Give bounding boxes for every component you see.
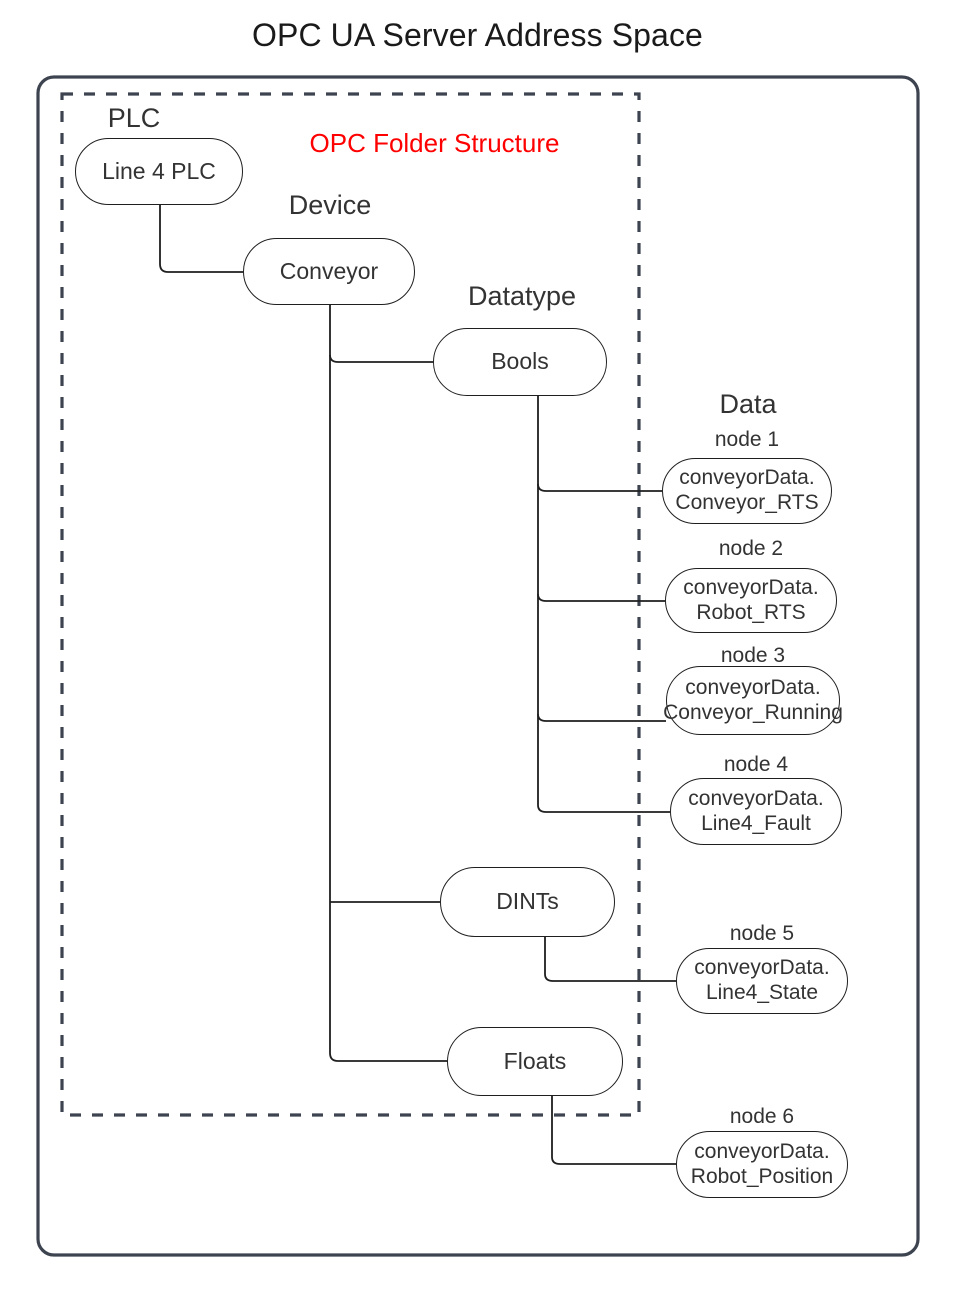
opc-folder-structure-frame [60, 92, 641, 1117]
folder-node-dints[interactable]: DINTs [440, 867, 615, 937]
data-node-3[interactable]: conveyorData. Conveyor_Running [663, 666, 843, 735]
column-label-plc: PLC [107, 103, 161, 133]
folder-node-line-4-plc[interactable]: Line 4 PLC [75, 138, 243, 205]
folder-node-conveyor[interactable]: Conveyor [243, 238, 415, 305]
data-node-5-line2: Line4_State [705, 981, 819, 1004]
server-address-space-frame [36, 75, 920, 1257]
folder-node-bools[interactable]: Bools [433, 328, 607, 396]
data-node-2-line1: conveyorData. [683, 575, 819, 599]
connector-conveyor-to-bools [329, 354, 433, 363]
data-node-6[interactable]: conveyorData. Robot_Position [676, 1131, 848, 1198]
data-node-caption-1: node 1 [714, 428, 780, 451]
data-node-1[interactable]: conveyorData. Conveyor_RTS [662, 458, 832, 524]
connector-bools-trunk [537, 396, 670, 813]
folder-node-floats[interactable]: Floats [447, 1027, 623, 1096]
connector-conveyor-trunk [329, 305, 447, 1062]
data-node-caption-6: node 6 [729, 1105, 795, 1128]
connector-dints-to-node5 [544, 937, 676, 982]
data-node-2[interactable]: conveyorData. Robot_RTS [665, 568, 837, 633]
column-label-datatype: Datatype [467, 281, 577, 311]
opc-folder-structure-caption: OPC Folder Structure [309, 128, 560, 158]
data-node-3-line1: conveyorData. [685, 675, 821, 699]
connector-bools-to-node3 [537, 713, 666, 722]
data-node-3-line2: Conveyor_Running [663, 700, 843, 724]
connector-bools-to-node1 [537, 483, 662, 492]
data-node-4-line2: Line4_Fault [701, 811, 811, 835]
data-node-4[interactable]: conveyorData. Line4_Fault [670, 778, 842, 845]
page-title: OPC UA Server Address Space [252, 17, 703, 53]
connector-bools-to-node2 [537, 593, 665, 602]
data-node-6-line2: Robot_Position [690, 1164, 834, 1188]
data-node-1-line1: conveyorData. [679, 466, 815, 490]
data-node-1-line2: Conveyor_RTS [675, 491, 819, 514]
column-label-data: Data [719, 389, 777, 419]
data-node-2-line2: Robot_RTS [696, 600, 806, 624]
data-node-caption-2: node 2 [718, 537, 784, 560]
data-node-5-line1: conveyorData. [694, 956, 830, 980]
column-label-device: Device [288, 190, 372, 220]
data-node-caption-4: node 4 [723, 753, 789, 776]
connector-floats-to-node6 [551, 1096, 676, 1165]
data-node-caption-3: node 3 [720, 644, 786, 667]
data-node-4-line1: conveyorData. [688, 786, 824, 810]
connector-plc-to-conveyor [159, 205, 243, 273]
data-node-6-line1: conveyorData. [694, 1139, 830, 1163]
data-node-caption-5: node 5 [729, 922, 795, 945]
data-node-5[interactable]: conveyorData. Line4_State [676, 948, 848, 1014]
